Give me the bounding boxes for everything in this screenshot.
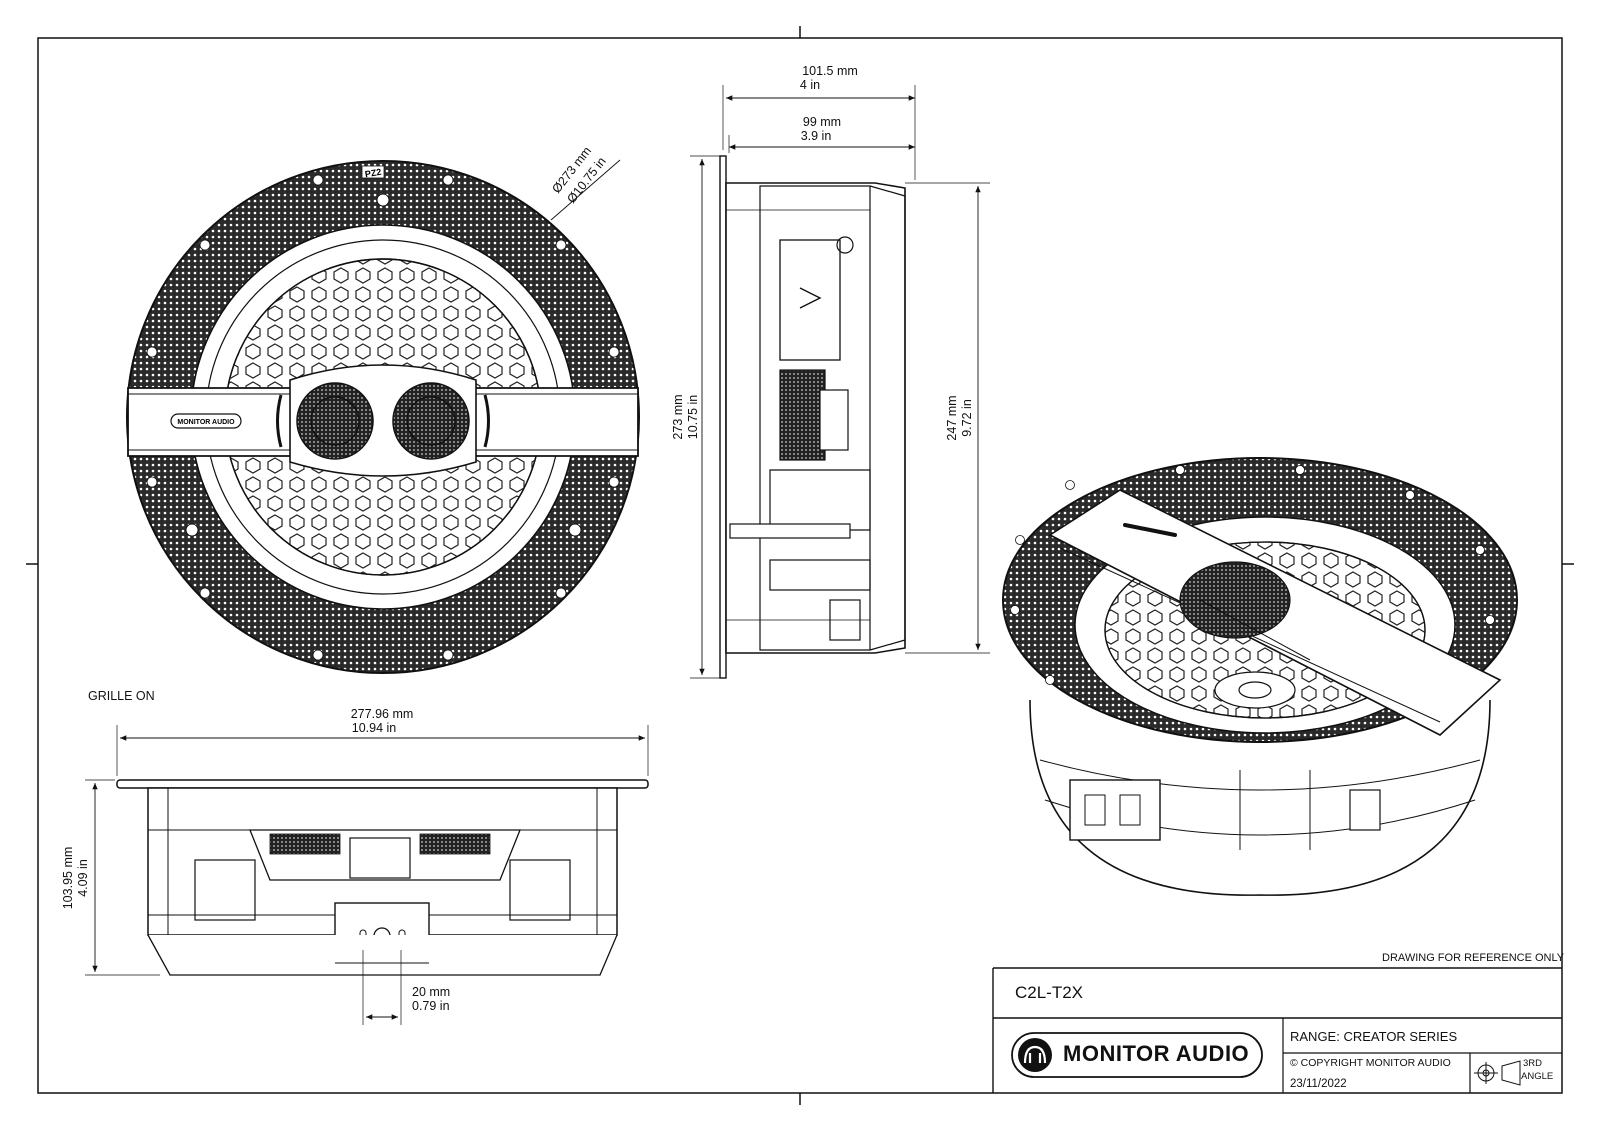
mounting-holes [146,174,620,661]
projection-line1: 3RD [1523,1058,1543,1069]
terminal-mm: 20 mm [412,985,450,999]
flange [719,155,727,679]
brand-logo [1011,1032,1263,1078]
reference-note: DRAWING FOR REFERENCE ONLY [1382,952,1565,964]
body-height-in: 9.72 in [960,399,974,437]
range-label: RANGE: CREATOR SERIES [1290,1029,1458,1044]
tweeter-left [296,382,374,460]
tweeter-side [779,369,826,461]
terminal-in: 0.79 in [412,999,450,1013]
front-flange [116,779,649,789]
projection-line2: ANGLE [1521,1071,1554,1082]
title-block [992,967,1562,1093]
overall-depth-mm: 101.5 mm [802,64,858,78]
iso-tweeter [1179,561,1291,639]
date-label: 23/11/2022 [1290,1078,1347,1090]
tweeter-right [392,382,470,460]
side-view: 101.5 mm 4 in 99 mm 3.9 in 273 mm 10.75 … [671,64,990,679]
width-in: 10.94 in [352,721,397,735]
model-name: C2L-T2X [1015,983,1084,1002]
body-height-mm: 247 mm [945,395,959,440]
isometric-view [1002,457,1518,896]
badge-logo [170,413,242,429]
height-in: 4.09 in [76,859,90,897]
copyright-label: © COPYRIGHT MONITOR AUDIO [1290,1057,1451,1069]
width-mm: 277.96 mm [351,707,414,721]
flange-height-in: 10.75 in [686,395,700,440]
top-view: MONITOR AUDIO PZ2 Ø273 mm Ø10.75 in GRIL… [88,144,640,703]
third-angle-projection-icon [1474,1060,1521,1086]
body-depth-in: 3.9 in [801,129,832,143]
flange-height-mm: 273 mm [671,394,685,439]
front-view: 277.96 mm 10.94 in 103.95 mm 4.09 in 20 … [61,707,649,1025]
iso-body [1029,699,1491,896]
body-depth-mm: 99 mm [803,115,841,129]
brand-name: MONITOR AUDIO [1063,1041,1250,1066]
iso-terminal [1069,779,1161,841]
screw-icon [185,193,582,537]
grille-on-caption: GRILLE ON [88,689,155,703]
badge-text: MONITOR AUDIO [177,419,235,426]
pz2-marking: PZ2 [364,167,382,180]
overall-depth-in: 4 in [800,78,820,92]
height-mm: 103.95 mm [61,847,75,910]
brand-mark-icon [1018,1038,1052,1072]
